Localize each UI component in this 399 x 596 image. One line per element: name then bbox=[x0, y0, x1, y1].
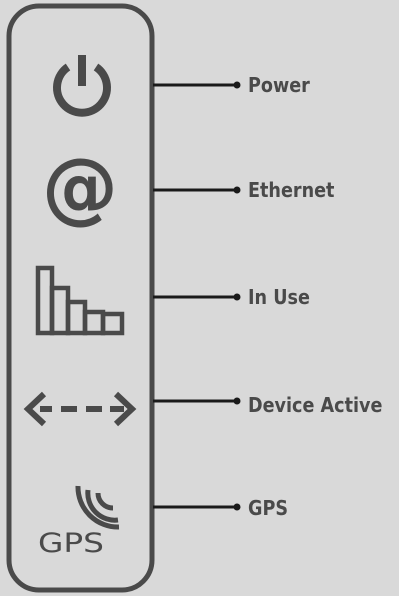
connector-lines bbox=[153, 81, 241, 511]
gps-signal-icon: GPS bbox=[38, 485, 120, 559]
bidirectional-arrow-icon bbox=[23, 391, 137, 427]
gps-icon-text: GPS bbox=[38, 528, 104, 559]
label-power: Power bbox=[248, 73, 310, 97]
label-ethernet: Ethernet bbox=[248, 178, 335, 202]
power-icon bbox=[53, 55, 111, 117]
ethernet-at-icon: @ bbox=[42, 143, 118, 233]
bar-graph-icon bbox=[35, 265, 125, 336]
device-panel bbox=[6, 3, 155, 593]
label-gps: GPS bbox=[248, 496, 289, 520]
connector-dot-gps bbox=[233, 503, 241, 511]
connector-dot-power bbox=[233, 81, 241, 89]
svg-text:@: @ bbox=[42, 143, 118, 233]
label-device-active: Device Active bbox=[248, 393, 383, 417]
label-in-use: In Use bbox=[248, 285, 310, 309]
connector-dot-ethernet bbox=[233, 186, 241, 194]
connector-dot-device-active bbox=[233, 397, 241, 405]
connector-dot-in-use bbox=[233, 293, 241, 301]
